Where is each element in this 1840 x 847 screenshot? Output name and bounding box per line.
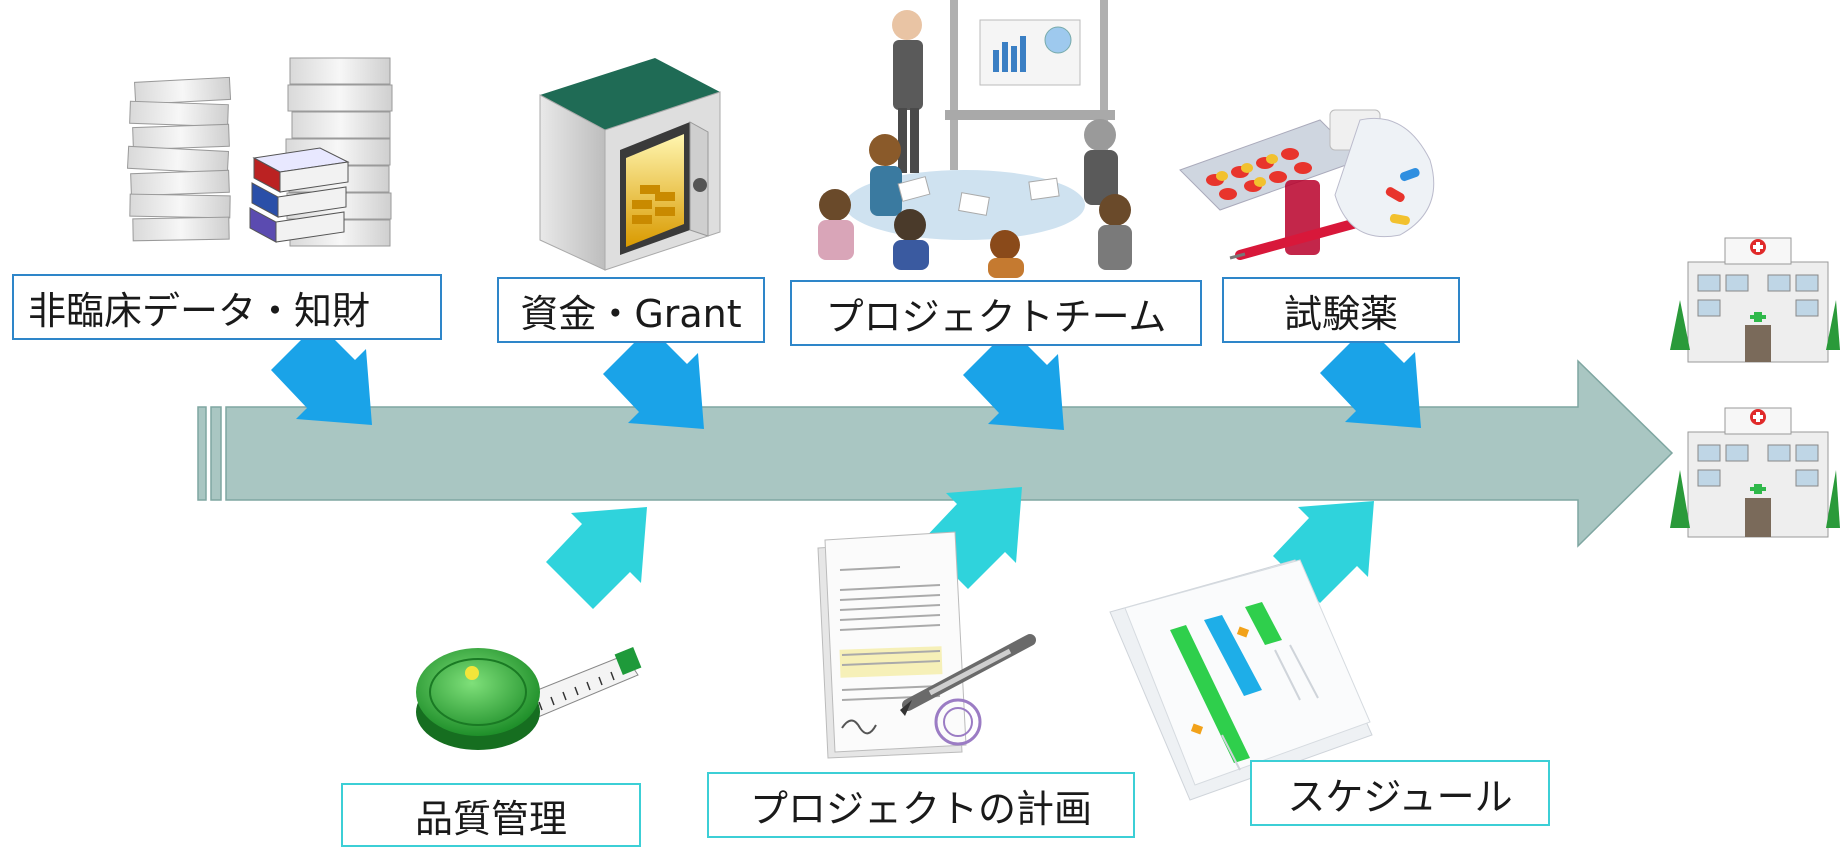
contract-document-icon	[817, 531, 1036, 759]
label-test-drug: 試験薬	[1222, 277, 1460, 343]
input-arrow-top-2	[603, 327, 704, 429]
hospital-icon	[1670, 237, 1840, 538]
label-schedule: スケジュール	[1250, 760, 1550, 826]
label-text: 品質管理	[414, 796, 567, 841]
label-project-plan: プロジェクトの計画	[707, 772, 1135, 838]
safe-gold-icon	[539, 58, 721, 271]
tape-measure-icon	[416, 647, 642, 750]
input-arrow-top-4	[1320, 326, 1421, 428]
medicine-icon	[1179, 109, 1435, 260]
label-funding-grant: 資金・Grant	[497, 277, 765, 343]
input-arrow-top-1	[271, 323, 372, 425]
spine-body	[225, 359, 1674, 548]
label-quality-control: 品質管理	[341, 783, 641, 847]
label-nonclinical-data: 非臨床データ・知財	[12, 274, 442, 340]
main-arrow	[197, 359, 1674, 548]
label-text: 資金・Grant	[520, 291, 742, 336]
document-stack-icon	[126, 57, 393, 247]
spine-tail-bar-2	[210, 406, 222, 501]
label-text: スケジュール	[1287, 774, 1513, 819]
input-arrow-bottom-1	[546, 507, 647, 609]
gantt-chart-icon	[1109, 559, 1373, 801]
label-text: プロジェクトチーム	[825, 294, 1167, 339]
label-text: プロジェクトの計画	[749, 786, 1092, 831]
top-arrows	[271, 323, 1421, 430]
label-project-team: プロジェクトチーム	[790, 280, 1202, 346]
label-text: 試験薬	[1283, 291, 1398, 336]
input-arrow-top-3	[963, 328, 1064, 430]
spine-tail-bar-1	[197, 406, 207, 501]
team-meeting-icon	[818, 0, 1132, 278]
label-text: 非臨床データ・知財	[28, 288, 371, 333]
